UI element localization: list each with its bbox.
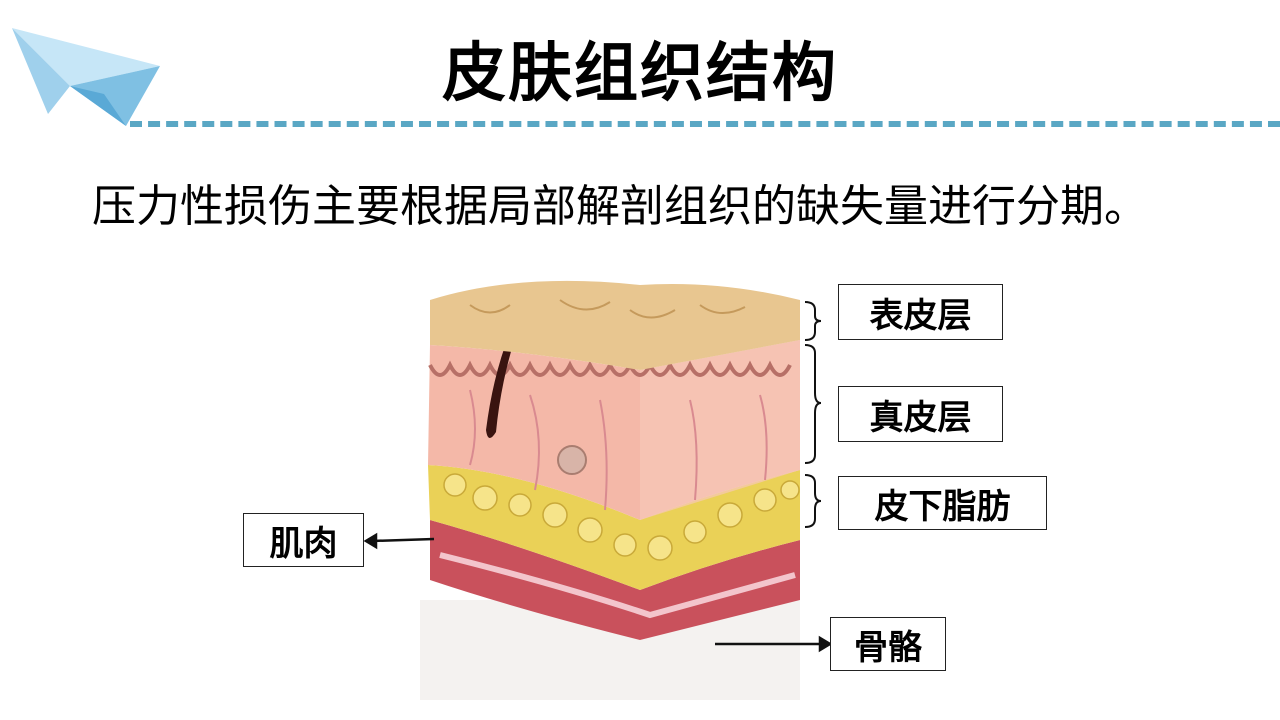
label-dermis: 真皮层 — [838, 386, 1003, 442]
subtitle-text: 压力性损伤主要根据局部解剖组织的缺失量进行分期。 — [92, 181, 1148, 232]
dashed-divider — [130, 121, 1280, 127]
page-title: 皮肤组织结构 — [442, 37, 838, 111]
label-subcutaneous-fat: 皮下脂肪 — [838, 476, 1047, 530]
paper-plane-icon — [12, 28, 160, 126]
label-epidermis: 表皮层 — [838, 284, 1003, 340]
label-bone: 骨骼 — [830, 617, 946, 671]
label-muscle: 肌肉 — [243, 513, 364, 567]
